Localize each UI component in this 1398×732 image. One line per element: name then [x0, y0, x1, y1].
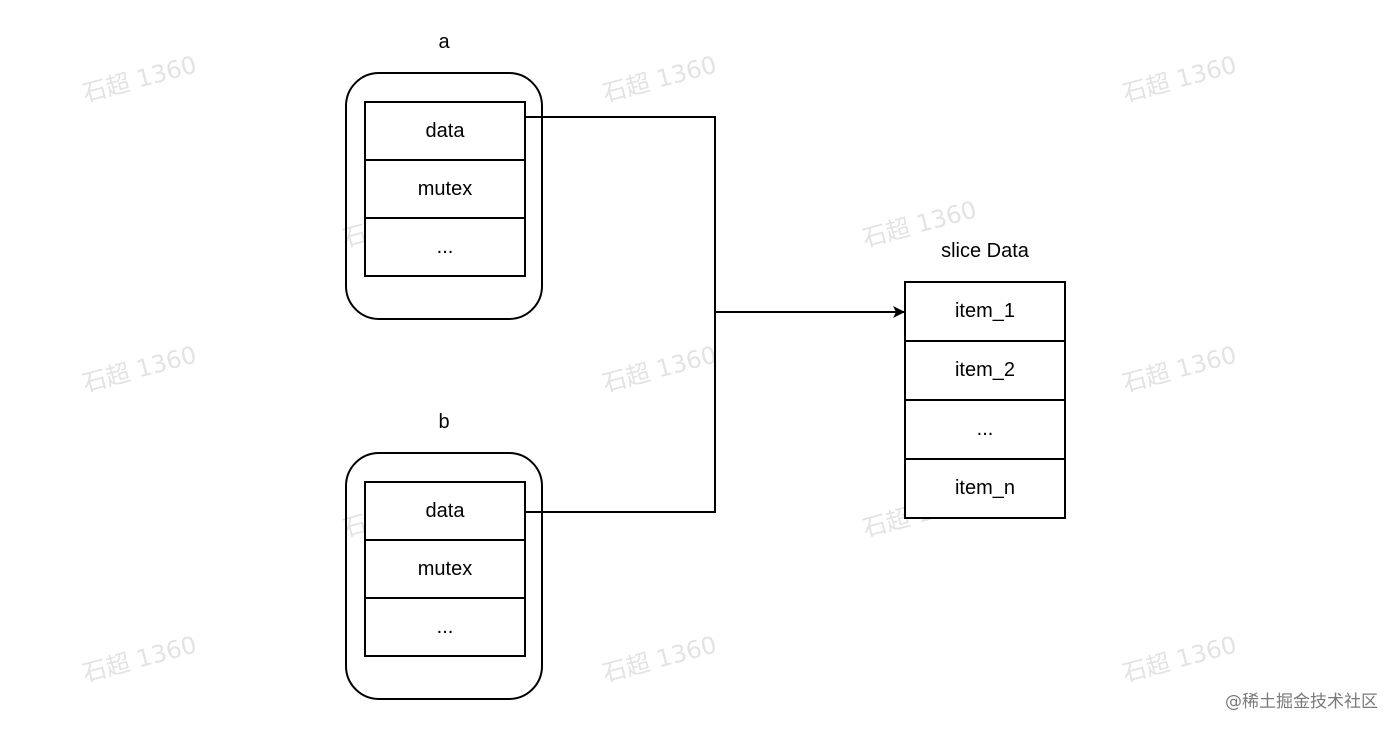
struct-a-field-data: data: [364, 101, 526, 161]
footer-credit: @稀土掘金技术社区: [1225, 692, 1378, 712]
struct-b-fields: data mutex ...: [364, 481, 526, 657]
slice-item-2: item_2: [904, 340, 1066, 401]
slice-item-n: item_n: [904, 458, 1066, 519]
slice-item-ellipsis: ...: [904, 399, 1066, 460]
struct-a-label: a: [438, 31, 450, 53]
struct-a-field-ellipsis: ...: [364, 217, 526, 277]
struct-b-field-mutex: mutex: [364, 539, 526, 599]
connector-a-data: [525, 116, 716, 312]
struct-b-frame: [345, 452, 543, 700]
struct-a-frame: [345, 72, 543, 320]
struct-b-field-ellipsis: ...: [364, 597, 526, 657]
slice-label: slice Data: [941, 240, 1029, 262]
slice-items: item_1 item_2 ... item_n: [904, 281, 1066, 519]
struct-b-label: b: [438, 411, 450, 433]
connector-b-data: [525, 312, 716, 513]
slice-item-1: item_1: [904, 281, 1066, 342]
struct-a-fields: data mutex ...: [364, 101, 526, 277]
struct-a-field-mutex: mutex: [364, 159, 526, 219]
struct-b-field-data: data: [364, 481, 526, 541]
